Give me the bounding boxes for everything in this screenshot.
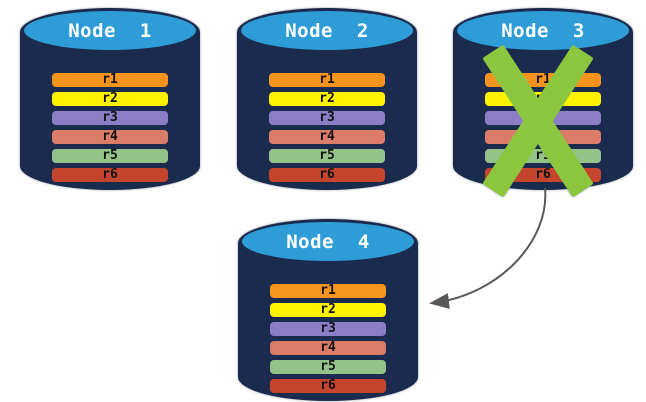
node-1-replica-list: r1 r2 r3 r4 r5 r6 — [52, 73, 168, 182]
node-2-cylinder-top-face — [241, 11, 413, 50]
replica-row-r1: r1 — [270, 284, 386, 298]
node-1-cylinder-top-face — [24, 11, 196, 50]
node-1-cylinder-top: Node 1 — [20, 8, 200, 56]
replica-row-r2: r2 — [270, 303, 386, 317]
replica-row-r3: r3 — [270, 322, 386, 336]
replica-row-r4: r4 — [270, 341, 386, 355]
replica-row-r3: r3 — [52, 111, 168, 125]
node-3-cylinder-top-face — [457, 11, 629, 50]
node-4-cylinder-top-face — [242, 222, 414, 261]
replica-row-r6: r6 — [52, 168, 168, 182]
replica-row-r6: r6 — [269, 168, 385, 182]
node-4-title: Node 4 — [286, 230, 370, 253]
failure-x-icon — [482, 44, 594, 198]
node-3-cylinder-top: Node 3 — [453, 8, 633, 56]
node-2-cylinder: Node 2 r1 r2 r3 r4 r5 r6 — [237, 8, 417, 190]
replica-row-r1: r1 — [269, 73, 385, 87]
node-4-cylinder: Node 4 r1 r2 r3 r4 r5 r6 — [238, 219, 418, 401]
replica-row-r5: r5 — [270, 360, 386, 374]
node-2-cylinder-top: Node 2 — [237, 8, 417, 56]
replica-row-r4: r4 — [269, 130, 385, 144]
replica-row-r1: r1 — [52, 73, 168, 87]
replica-row-r3: r3 — [269, 111, 385, 125]
replica-row-r6: r6 — [270, 379, 386, 393]
node-2-replica-list: r1 r2 r3 r4 r5 r6 — [269, 73, 385, 182]
node-2-title: Node 2 — [285, 19, 369, 42]
replica-row-r2: r2 — [269, 92, 385, 106]
replica-row-r4: r4 — [52, 130, 168, 144]
node-4-replica-list: r1 r2 r3 r4 r5 r6 — [270, 284, 386, 393]
node-3-title: Node 3 — [501, 19, 585, 42]
node-1-title: Node 1 — [68, 19, 152, 42]
replica-row-r2: r2 — [52, 92, 168, 106]
node-3-cylinder: Node 3 r1 r2 r3 r4 r5 r6 — [453, 8, 633, 198]
replica-row-r5: r5 — [269, 149, 385, 163]
node-4-cylinder-top: Node 4 — [238, 219, 418, 267]
replica-row-r5: r5 — [52, 149, 168, 163]
node-1-cylinder: Node 1 r1 r2 r3 r4 r5 r6 — [20, 8, 200, 190]
